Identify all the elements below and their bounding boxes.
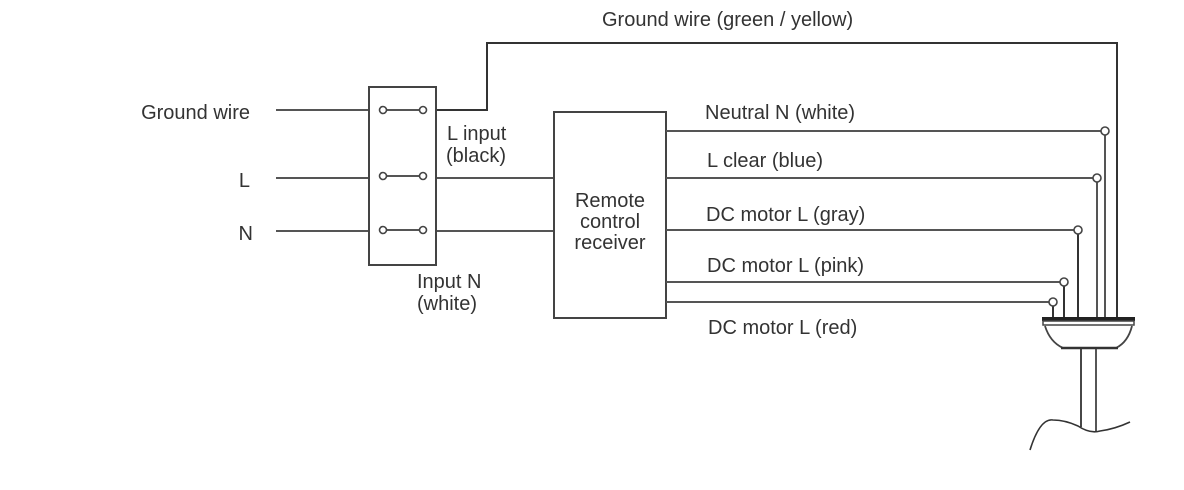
connector-icon <box>1073 225 1083 235</box>
output-label-l-clear: L clear (blue) <box>707 150 823 172</box>
terminal-icon <box>418 105 428 115</box>
input-label-l: L <box>239 170 250 192</box>
ground-wire-route <box>437 42 1118 318</box>
n-input-color-label: (white) <box>417 293 477 315</box>
terminal-row-ground <box>378 105 428 115</box>
receiver-label-line2: control <box>580 211 640 233</box>
connector-icon <box>1100 126 1110 136</box>
terminal-icon <box>378 105 388 115</box>
receiver-label-line3: receiver <box>574 232 645 254</box>
remote-control-receiver <box>553 111 667 319</box>
terminal-row-n <box>378 225 428 235</box>
output-l-clear <box>666 173 1102 318</box>
output-label-neutral: Neutral N (white) <box>705 102 855 124</box>
connector-icon <box>1048 297 1058 307</box>
l-input-label: L input <box>447 123 507 145</box>
terminal-icon <box>418 225 428 235</box>
fan-canopy-icon <box>1042 317 1135 350</box>
terminal-icon <box>418 171 428 181</box>
output-dc-pink <box>666 277 1069 318</box>
receiver-label-line1: Remote <box>575 190 645 212</box>
output-label-dc-gray: DC motor L (gray) <box>706 204 865 226</box>
connector-icon <box>1059 277 1069 287</box>
input-label-n: N <box>239 223 253 245</box>
output-neutral <box>666 126 1110 318</box>
output-label-dc-pink: DC motor L (pink) <box>707 255 864 277</box>
output-dc-red <box>666 297 1058 318</box>
fan-downrod-icon <box>1029 349 1131 451</box>
l-input-color-label: (black) <box>446 145 506 167</box>
terminal-row-l <box>378 171 428 181</box>
output-label-dc-red: DC motor L (red) <box>708 317 857 339</box>
output-dc-gray <box>666 225 1083 318</box>
input-label-ground: Ground wire <box>141 102 250 124</box>
terminal-icon <box>378 225 388 235</box>
terminal-icon <box>378 171 388 181</box>
n-input-label: Input N <box>417 271 481 293</box>
ground-wire-top-label: Ground wire (green / yellow) <box>602 9 853 31</box>
connector-icon <box>1092 173 1102 183</box>
